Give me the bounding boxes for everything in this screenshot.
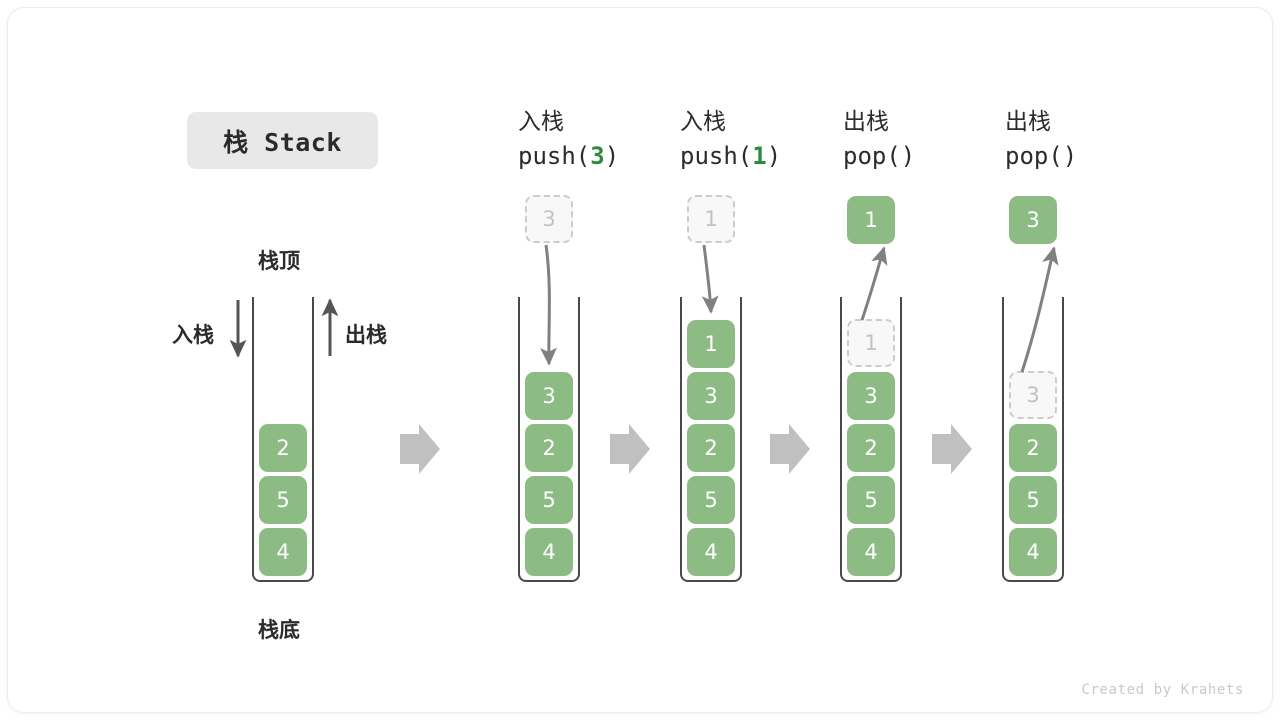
pop-side-label: 出栈 [345,323,387,347]
pending-element: 3 [525,195,573,243]
code-suffix: ) [900,142,916,170]
vacated-slot: 3 [1009,371,1057,419]
stack-element: 4 [687,528,735,576]
column-header-pop-1: 出栈 pop() [843,106,1043,173]
column-header-pop-3: 出栈 pop() [1005,106,1205,173]
code-arg: 1 [752,142,767,170]
stack-element: 3 [687,372,735,420]
stack-element: 1 [687,320,735,368]
stack-element: 5 [259,476,307,524]
stack-element: 5 [847,476,895,524]
code-suffix: ) [1062,142,1078,170]
stack-element: 2 [259,424,307,472]
stack-container [1002,297,1064,582]
popped-element: 1 [847,196,895,244]
push-side-label: 入栈 [172,323,214,347]
code-suffix: ) [766,142,782,170]
column-header-code: push(3) [518,139,718,173]
stack-element: 4 [1009,528,1057,576]
stack-element: 4 [259,528,307,576]
stack-element: 3 [525,372,573,420]
stack-element: 5 [687,476,735,524]
column-header-cn: 入栈 [518,109,564,135]
vacated-slot: 1 [847,319,895,367]
stack-container [680,297,742,582]
code-prefix: pop( [1005,142,1063,170]
code-suffix: ) [604,142,620,170]
stack-element: 4 [525,528,573,576]
column-header-code: pop() [843,139,1043,173]
stack-element: 2 [847,424,895,472]
stack-top-label: 栈顶 [258,249,300,273]
stack-element: 5 [1009,476,1057,524]
watermark: Created by Krahets [1081,682,1244,698]
stack-bottom-label: 栈底 [258,618,300,642]
stack-element: 4 [847,528,895,576]
pending-element: 1 [687,195,735,243]
column-header-cn: 出栈 [843,109,889,135]
code-prefix: push( [518,142,591,170]
code-prefix: push( [680,142,753,170]
column-header-code: push(1) [680,139,880,173]
stack-element: 2 [525,424,573,472]
stack-element: 2 [687,424,735,472]
column-header-cn: 出栈 [1005,109,1051,135]
popped-element: 3 [1009,196,1057,244]
stack-container [252,297,314,582]
column-header-push-3: 入栈 push(3) [518,106,718,173]
column-header-cn: 入栈 [680,109,726,135]
column-header-push-1: 入栈 push(1) [680,106,880,173]
stack-container [840,297,902,582]
stack-element: 2 [1009,424,1057,472]
title-badge: 栈 Stack [187,112,378,169]
code-arg: 3 [590,142,605,170]
column-header-code: pop() [1005,139,1205,173]
stack-element: 5 [525,476,573,524]
stack-container [518,297,580,582]
title-badge-label: 栈 Stack [223,127,342,157]
stack-element: 3 [847,372,895,420]
code-prefix: pop( [843,142,901,170]
